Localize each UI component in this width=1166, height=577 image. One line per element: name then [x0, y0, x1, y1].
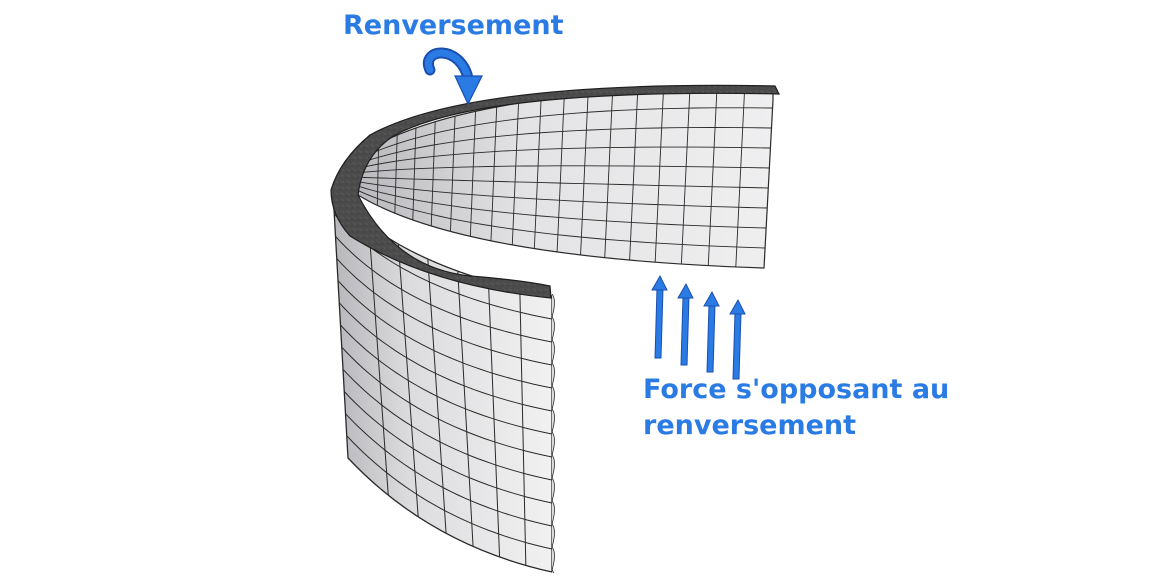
force-arrow-head	[703, 290, 720, 307]
force-arrow	[677, 282, 694, 366]
inner-block-course	[357, 190, 766, 249]
inner-block-joint	[556, 96, 565, 252]
block-end-profile	[551, 546, 555, 571]
inner-block-joint	[580, 94, 589, 255]
inner-block-joint	[469, 111, 476, 237]
inner-block-course	[357, 165, 770, 174]
outer-face-surface	[332, 190, 553, 573]
inner-block-course	[357, 185, 767, 229]
inner-block-joint	[430, 121, 436, 226]
curved-arrow-shaft	[424, 49, 472, 82]
force-arrow	[703, 290, 720, 373]
block-end-profile	[551, 523, 555, 548]
force-arrow-shaft	[732, 311, 742, 380]
inner-block-joint	[604, 92, 614, 258]
block-end-profile	[551, 293, 555, 318]
overturning-label: Renversement	[343, 10, 564, 41]
block-end-profile	[551, 477, 555, 502]
inner-block-joint	[654, 89, 664, 263]
block-end-profile	[551, 454, 555, 479]
resisting-force-label: Force s'opposant au renversement	[643, 372, 949, 444]
inner-block-joint	[376, 143, 380, 206]
outer-block-course	[343, 391, 553, 504]
outer-block-course	[346, 435, 553, 550]
force-arrow-shaft	[680, 295, 690, 366]
inner-block-joint	[394, 135, 398, 214]
outer-block-course	[335, 235, 553, 343]
outer-block-course	[337, 280, 553, 389]
outer-block-course	[345, 413, 553, 527]
resisting-force-label-line2: renversement	[643, 410, 857, 441]
upward-arrows-icon	[651, 274, 746, 380]
block-end-profile	[551, 431, 555, 456]
inner-block-course	[357, 127, 772, 165]
block-end-profile	[551, 408, 555, 433]
force-arrow	[651, 274, 668, 359]
force-arrow-head	[729, 298, 746, 315]
wall-outer-face	[332, 190, 555, 577]
block-end-profile	[551, 500, 555, 525]
inner-block-joint	[629, 90, 639, 261]
curved-arrow-icon	[423, 47, 483, 106]
cap-surface	[330, 84, 780, 299]
inner-block-joint	[490, 106, 498, 241]
block-end-profile	[551, 339, 555, 364]
block-end-profile	[551, 385, 555, 410]
force-arrow-shaft	[654, 287, 664, 359]
inner-block-joint	[680, 88, 691, 265]
block-end-profile	[551, 362, 555, 387]
wall-cap	[330, 84, 780, 299]
force-arrow-head	[677, 282, 694, 299]
outer-block-course	[340, 324, 553, 435]
inner-block-joint	[450, 116, 456, 232]
inner-block-course	[357, 181, 768, 209]
outer-block-course	[338, 302, 553, 412]
inner-block-course	[357, 146, 771, 169]
block-end-profile	[551, 316, 555, 341]
inner-block-joint	[735, 87, 746, 267]
inner-block-course	[357, 107, 773, 160]
inner-block-joint	[707, 88, 718, 266]
force-arrow	[729, 298, 746, 380]
inner-block-course	[357, 176, 769, 189]
inner-face-surface	[357, 87, 774, 269]
outer-block-course	[336, 258, 553, 366]
wall-inner-face	[357, 87, 774, 269]
resisting-force-label-line1: Force s'opposant au	[643, 374, 950, 405]
outer-block-course	[341, 346, 553, 458]
inner-block-joint	[412, 127, 417, 220]
inner-block-joint	[533, 99, 542, 249]
force-arrow-shaft	[706, 303, 716, 373]
outer-block-course	[342, 368, 553, 481]
force-arrow-head	[651, 274, 668, 291]
inner-block-joint	[511, 103, 520, 245]
curved-arrow-head	[454, 75, 483, 106]
